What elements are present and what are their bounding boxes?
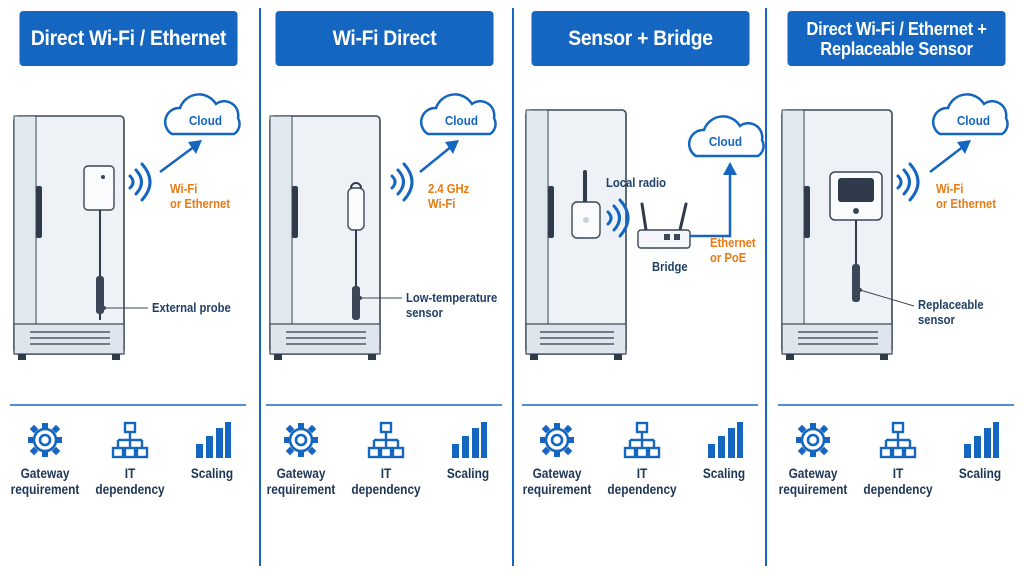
footer-label: Gateway requirement	[522, 466, 592, 497]
footer: Gateway requirement IT dependency	[0, 420, 256, 530]
freezer-icon	[269, 115, 381, 360]
footer-item-scaling: Scaling	[428, 420, 508, 482]
radio-signal-icon	[606, 198, 630, 238]
panel-divider	[512, 8, 514, 566]
probe-pointer	[859, 289, 915, 307]
probe-label: External probe	[152, 301, 231, 315]
gear-icon	[28, 423, 62, 457]
footer-item-gateway: Gateway requirement	[773, 420, 853, 498]
freezer-illustration	[269, 93, 497, 360]
probe-label: Replaceable sensor	[918, 298, 984, 327]
sensor-display-icon	[829, 171, 883, 302]
cloud-label: Cloud	[188, 113, 222, 128]
scene: Cloud Wi-Fi or Ethernet External probe	[0, 80, 256, 380]
footer-label: IT dependency	[95, 466, 165, 497]
footer-label: IT dependency	[863, 466, 933, 497]
footer-item-it: IT dependency	[602, 420, 682, 498]
footer-label: Gateway requirement	[266, 466, 336, 497]
link-label: Wi-Fi or Ethernet	[170, 182, 231, 211]
panel-direct-wifi-ethernet: Direct Wi-Fi / Ethernet	[0, 0, 256, 576]
sensor-device-icon	[571, 170, 601, 239]
panel-title: Wi-Fi Direct	[275, 11, 494, 66]
footer-item-scaling: Scaling	[172, 420, 252, 482]
footer: Gateway requirement IT dependency Scalin…	[768, 420, 1024, 530]
bar-chart-icon	[708, 422, 743, 458]
network-hierarchy-icon	[367, 421, 405, 459]
network-hierarchy-icon	[879, 421, 917, 459]
bridge-router-icon	[637, 202, 691, 249]
freezer-icon	[781, 109, 893, 360]
gear-icon	[540, 423, 574, 457]
panel-title: Direct Wi-Fi / Ethernet + Replaceable Se…	[787, 11, 1006, 66]
footer-label: Gateway requirement	[778, 466, 848, 497]
footer-item-it: IT dependency	[858, 420, 938, 498]
footer: Gateway requirement IT dependency Scalin…	[512, 420, 768, 530]
wifi-signal-icon	[896, 162, 920, 202]
cloud-icon	[931, 93, 1009, 136]
network-hierarchy-icon	[111, 421, 149, 459]
bar-chart-icon	[964, 422, 999, 458]
freezer-illustration	[781, 93, 1009, 360]
cloud-label: Cloud	[708, 134, 742, 149]
footer-label: Gateway requirement	[10, 466, 80, 497]
separator	[10, 404, 246, 406]
separator	[266, 404, 502, 406]
footer-item-scaling: Scaling	[684, 420, 764, 482]
footer-label: Scaling	[446, 466, 490, 481]
footer-item-gateway: Gateway requirement	[517, 420, 597, 498]
cloud-label: Cloud	[956, 113, 990, 128]
footer-item-gateway: Gateway requirement	[261, 420, 341, 498]
footer-label: Scaling	[958, 466, 1002, 481]
cloud-icon	[687, 115, 765, 158]
panel-direct-replaceable: Direct Wi-Fi / Ethernet + Replaceable Se…	[768, 0, 1024, 576]
separator	[522, 404, 758, 406]
link-label: 2.4 GHz Wi-Fi	[428, 182, 470, 211]
sensor-device-icon	[347, 182, 365, 320]
freezer-illustration	[525, 109, 765, 360]
bridge-label: Bridge	[652, 260, 688, 274]
gear-icon	[284, 423, 318, 457]
arrow-icon	[419, 145, 453, 173]
sensor-device-icon	[83, 165, 115, 320]
probe-label: Low-temperature sensor	[406, 291, 498, 320]
scene: Cloud Wi-Fi or Ethernet Replaceable sens…	[768, 80, 1024, 380]
footer-item-scaling: Scaling	[940, 420, 1020, 482]
link-label: Wi-Fi or Ethernet	[936, 182, 997, 211]
cloud-label: Cloud	[444, 113, 478, 128]
gear-icon	[796, 423, 830, 457]
bar-chart-icon	[196, 422, 231, 458]
cloud-icon	[419, 93, 497, 136]
separator	[778, 404, 1014, 406]
footer-label: IT dependency	[351, 466, 421, 497]
arrow-icon	[690, 172, 732, 238]
freezer-icon	[13, 115, 125, 360]
arrow-icon	[929, 145, 965, 173]
panel-title: Direct Wi-Fi / Ethernet	[19, 11, 238, 66]
panel-divider	[259, 8, 261, 566]
arrow-icon	[159, 144, 196, 174]
scene: Cloud Local radio Bridge Ethernet or PoE	[512, 80, 768, 380]
wifi-signal-icon	[390, 162, 414, 202]
panel-sensor-bridge: Sensor + Bridge	[512, 0, 768, 576]
scene: Cloud 2.4 GHz Wi-Fi Low-temperature sens…	[256, 80, 512, 380]
panel-divider	[765, 8, 767, 566]
radio-label: Local radio	[606, 176, 667, 190]
link-label: Ethernet or PoE	[710, 236, 756, 265]
footer-item-gateway: Gateway requirement	[5, 420, 85, 498]
footer-label: Scaling	[190, 466, 234, 481]
freezer-illustration	[13, 93, 241, 360]
footer-item-it: IT dependency	[90, 420, 170, 498]
footer-item-it: IT dependency	[346, 420, 426, 498]
footer: Gateway requirement IT dependency Scalin…	[256, 420, 512, 530]
footer-label: IT dependency	[607, 466, 677, 497]
wifi-signal-icon	[128, 162, 152, 202]
panel-wifi-direct: Wi-Fi Direct	[256, 0, 512, 576]
footer-label: Scaling	[702, 466, 746, 481]
network-hierarchy-icon	[623, 421, 661, 459]
bar-chart-icon	[452, 422, 487, 458]
cloud-icon	[163, 93, 241, 136]
panel-title: Sensor + Bridge	[531, 11, 750, 66]
